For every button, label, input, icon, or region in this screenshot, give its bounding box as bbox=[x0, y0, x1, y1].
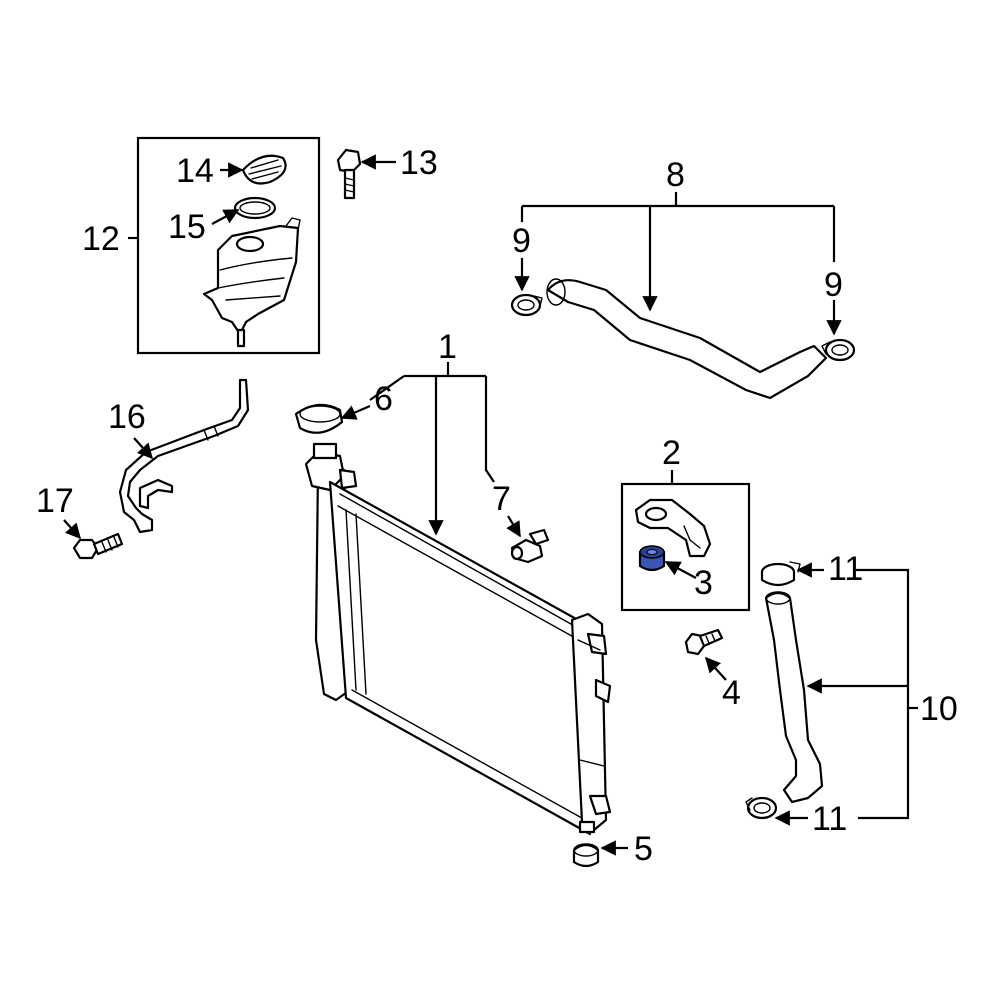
radiator-part[interactable] bbox=[304, 442, 612, 836]
drain-plug-part[interactable] bbox=[572, 843, 600, 868]
upper-radiator-hose-part[interactable] bbox=[546, 278, 828, 400]
callout-12: 12 bbox=[82, 220, 120, 258]
bolt-17-part[interactable] bbox=[72, 532, 124, 560]
lower-hose-clamp-bottom-part[interactable] bbox=[745, 796, 778, 820]
callout-11-bottom: 11 bbox=[812, 800, 847, 838]
bolt-13-part[interactable] bbox=[336, 148, 362, 200]
cap-seal-ring-part[interactable] bbox=[233, 196, 277, 220]
radiator-cap-part[interactable] bbox=[294, 403, 344, 434]
callout-4: 4 bbox=[722, 674, 741, 712]
callout-13: 13 bbox=[400, 144, 438, 182]
coolant-reservoir-tank-part[interactable] bbox=[202, 217, 301, 348]
leader-lines bbox=[63, 154, 918, 856]
mount-bracket-box bbox=[620, 482, 751, 612]
callout-9-left: 9 bbox=[512, 222, 531, 260]
callout-16: 16 bbox=[108, 398, 146, 436]
upper-hose-clamp-left-part[interactable] bbox=[510, 293, 543, 317]
lower-hose-clamp-top-part[interactable] bbox=[760, 561, 801, 587]
upper-hose-clamp-right-part[interactable] bbox=[821, 338, 856, 362]
callout-14: 14 bbox=[176, 152, 214, 190]
callout-1: 1 bbox=[438, 328, 457, 366]
callout-7: 7 bbox=[492, 480, 511, 518]
callout-labels: 1 2 3 4 5 6 7 8 9 9 10 11 11 12 13 14 15… bbox=[36, 144, 958, 868]
callout-8: 8 bbox=[666, 156, 685, 194]
callout-15: 15 bbox=[168, 208, 206, 246]
reservoir-cap-part[interactable] bbox=[241, 154, 287, 185]
callout-10: 10 bbox=[920, 690, 958, 728]
callout-5: 5 bbox=[634, 830, 653, 868]
callout-3: 3 bbox=[694, 564, 713, 602]
callout-11-top: 11 bbox=[828, 550, 863, 588]
callout-9-right: 9 bbox=[824, 266, 843, 304]
callout-2: 2 bbox=[662, 434, 681, 472]
callout-6: 6 bbox=[374, 380, 393, 418]
radiator-mount-bracket-part[interactable] bbox=[634, 498, 712, 558]
reservoir-assembly-box bbox=[136, 136, 321, 355]
bolt-4-part[interactable] bbox=[684, 628, 724, 656]
mount-insulator-part[interactable] bbox=[638, 545, 666, 572]
temperature-sensor-part[interactable] bbox=[510, 528, 550, 564]
callout-17: 17 bbox=[36, 482, 74, 520]
lower-radiator-hose-part[interactable] bbox=[764, 591, 824, 804]
